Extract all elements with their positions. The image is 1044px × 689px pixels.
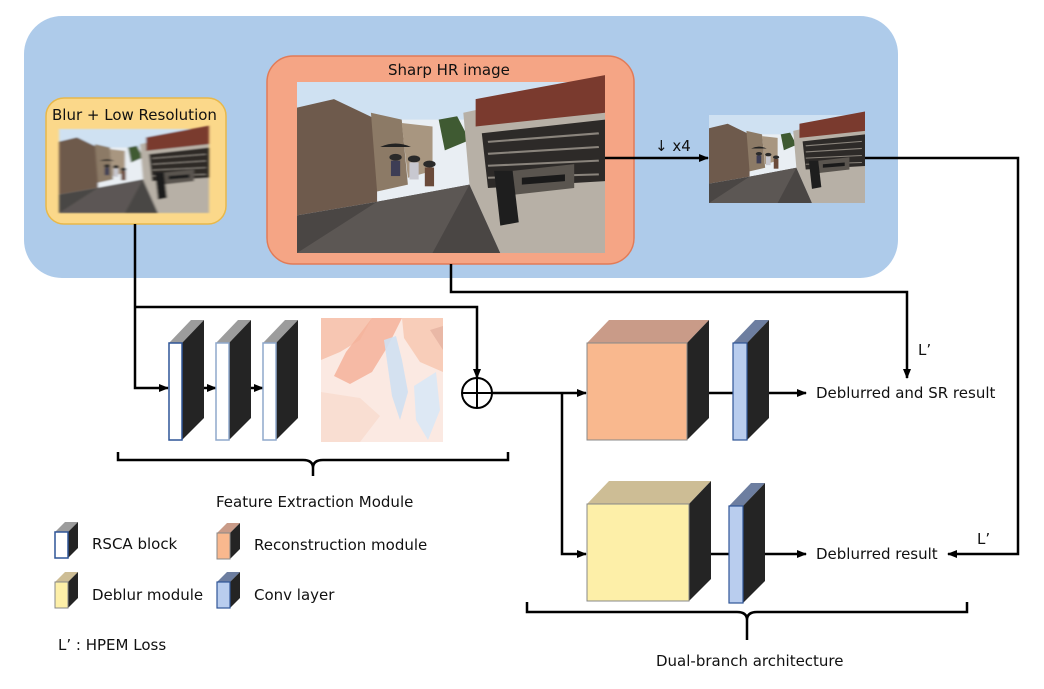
legend-rsca-icon <box>54 522 78 559</box>
blur-lr-label: Blur + Low Resolution <box>52 106 217 124</box>
legend-rsca-label: RSCA block <box>92 535 178 553</box>
rsca-block-2 <box>215 320 251 441</box>
to-deblur-arrow <box>560 393 587 558</box>
conv-layer-top <box>732 320 769 441</box>
reconstruction-module <box>586 320 709 441</box>
loss-label-top: L’ <box>918 341 932 359</box>
legend-deblur-label: Deblur module <box>92 586 204 604</box>
rsca-block-3 <box>262 320 298 441</box>
legend-reconstruction-label: Reconstruction module <box>254 536 428 554</box>
dual-branch-brace <box>525 602 969 640</box>
feature-extraction-brace <box>116 452 510 476</box>
rsca-block-1 <box>168 320 204 441</box>
feature-map <box>321 318 443 442</box>
conv-layer-bottom <box>728 483 765 604</box>
deblur-result-label: Deblurred result <box>816 545 938 563</box>
feature-extraction-label: Feature Extraction Module <box>216 493 414 511</box>
sr-result-label: Deblurred and SR result <box>816 384 996 402</box>
lr-input-line <box>133 224 169 392</box>
legend-reconstruction-icon <box>216 523 240 560</box>
deblur-module <box>586 481 711 602</box>
legend-loss-label: L’ : HPEM Loss <box>58 636 167 654</box>
legend-deblur-icon <box>54 572 78 609</box>
downsampled-image <box>708 110 866 204</box>
sharp-hr-image <box>295 73 607 255</box>
blur-lr-image <box>58 124 210 214</box>
dual-branch-label: Dual-branch architecture <box>656 652 844 670</box>
loss-line-top <box>449 264 911 379</box>
loss-label-bottom: L’ <box>977 530 991 548</box>
skip-connection <box>135 305 481 379</box>
loss-line-bottom <box>865 156 1020 558</box>
sharp-hr-label: Sharp HR image <box>388 61 510 79</box>
downsample-label: ↓ x4 <box>655 137 691 155</box>
legend-conv-label: Conv layer <box>254 586 335 604</box>
sum-node <box>461 377 493 409</box>
legend-conv-icon <box>216 572 240 609</box>
